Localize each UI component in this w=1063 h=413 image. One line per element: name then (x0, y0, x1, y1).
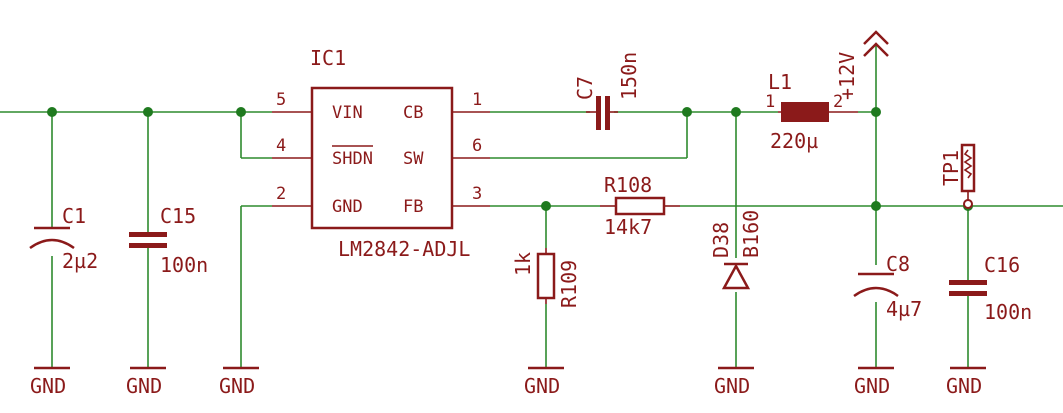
gnd-label: GND (126, 374, 162, 398)
c16-capacitor: C16 100n (949, 253, 1032, 324)
gnd-label: GND (854, 374, 890, 398)
junction-dot (143, 107, 153, 117)
c15-capacitor: C15 100n (129, 204, 208, 277)
gnd-symbol-c1: GND (30, 366, 70, 398)
c16-value: 100n (984, 300, 1032, 324)
r108-resistor: R108 14k7 (600, 173, 680, 239)
ic1-symbol: IC1 LM2842-ADJL VIN SHDN GND CB SW FB 5 … (272, 46, 490, 261)
ic1-pin-cb: CB (403, 103, 423, 123)
ic1-name: IC1 (310, 46, 346, 70)
c8-value: 4µ7 (886, 297, 922, 321)
junction-dot (731, 107, 741, 117)
d38-name: D38 (709, 222, 733, 258)
c7-capacitor: C7 150n (573, 52, 641, 130)
c15-name: C15 (160, 204, 196, 228)
ic1-pin-number-4: 4 (276, 136, 286, 156)
tp1-name: TP1 (939, 150, 963, 186)
c8-capacitor: C8 4µ7 (853, 252, 922, 321)
gnd-label: GND (219, 374, 255, 398)
tp1-testpoint: TP1 (939, 143, 976, 209)
gnd-symbol-r109: GND (524, 366, 564, 398)
junction-dot (47, 107, 57, 117)
ic1-pin-number-1: 1 (472, 90, 482, 110)
gnd-label: GND (30, 374, 66, 398)
gnd-symbol-c15: GND (126, 366, 166, 398)
c7-value: 150n (617, 52, 641, 100)
ic1-pin-number-6: 6 (472, 136, 482, 156)
junction-dot (871, 107, 881, 117)
gnd-label: GND (946, 374, 982, 398)
gnd-symbol-c8: GND (854, 366, 894, 398)
gnd-label: GND (524, 374, 560, 398)
d38-value: B160 (739, 210, 763, 258)
l1-inductor: L1 220µ 1 2 (765, 70, 858, 153)
d38-diode: D38 B160 (709, 210, 763, 290)
c8-name: C8 (886, 252, 910, 276)
ic1-pin-gnd: GND (332, 197, 363, 217)
junctions (47, 107, 973, 211)
ic1-pin-number-2: 2 (276, 184, 286, 204)
l1-value: 220µ (770, 129, 818, 153)
c1-value: 2µ2 (62, 249, 98, 273)
r108-value: 14k7 (604, 215, 652, 239)
gnd-symbol-d38: GND (714, 366, 754, 398)
ic1-pin-number-3: 3 (472, 184, 482, 204)
l1-name: L1 (768, 70, 792, 94)
gnd-label: GND (714, 374, 750, 398)
junction-dot (682, 107, 692, 117)
gnd-symbol-ic1: GND (219, 366, 259, 398)
r109-name: R109 (557, 260, 581, 308)
c1-capacitor: C1 2µ2 (29, 204, 98, 273)
junction-dot (871, 201, 881, 211)
ic1-pin-fb: FB (403, 197, 423, 217)
ic1-pin-shdn: SHDN (332, 149, 373, 169)
r109-value: 1k (511, 252, 535, 276)
c15-value: 100n (160, 253, 208, 277)
ground-symbols: GND GND GND GND GND GND GND (30, 366, 986, 398)
l1-pin-1: 1 (765, 92, 775, 112)
ic1-pin-sw: SW (403, 149, 424, 169)
c16-name: C16 (984, 253, 1020, 277)
r109-resistor: 1k R109 (511, 248, 581, 308)
supply-symbol: +12V (835, 30, 889, 100)
ic1-value: LM2842-ADJL (338, 237, 470, 261)
c1-name: C1 (62, 204, 86, 228)
junction-dot (236, 107, 246, 117)
gnd-symbol-c16: GND (946, 366, 986, 398)
c7-name: C7 (573, 76, 597, 100)
junction-dot (541, 201, 551, 211)
l1-pin-2: 2 (833, 92, 843, 112)
r108-name: R108 (604, 173, 652, 197)
ic1-pin-vin: VIN (332, 103, 363, 123)
ic1-pin-number-5: 5 (276, 90, 286, 110)
supply-label: +12V (835, 52, 859, 100)
